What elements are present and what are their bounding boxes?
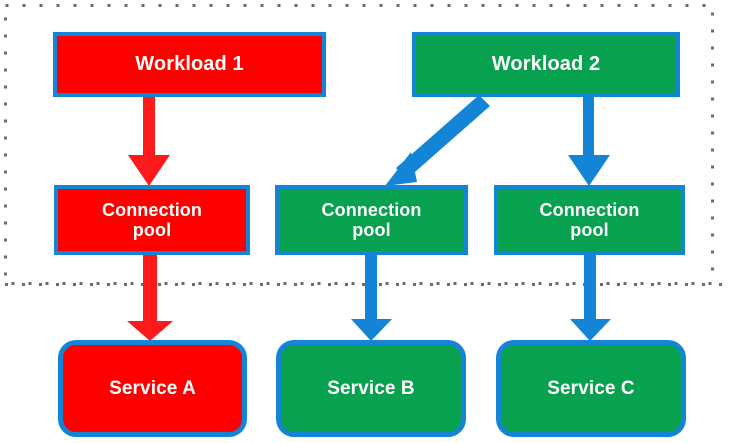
- arrow-workload1-to-pool-a: [128, 97, 170, 186]
- node-label: Connection pool: [321, 199, 422, 240]
- arrow-workload2-to-pool-c: [568, 97, 610, 186]
- node-service-c[interactable]: Service C: [496, 340, 686, 437]
- node-connection-pool-a[interactable]: Connection pool: [54, 185, 250, 255]
- node-workload-1[interactable]: Workload 1: [53, 32, 326, 97]
- node-service-b[interactable]: Service B: [276, 340, 466, 437]
- node-label: Service B: [327, 377, 415, 399]
- node-workload-2[interactable]: Workload 2: [412, 32, 680, 97]
- node-service-a[interactable]: Service A: [58, 340, 247, 437]
- node-label: Workload 1: [135, 53, 244, 76]
- node-label: Service C: [547, 377, 635, 399]
- arrow-workload2-to-pool-b: [385, 95, 490, 186]
- node-connection-pool-b[interactable]: Connection pool: [275, 185, 468, 255]
- node-label: Connection pool: [539, 199, 640, 240]
- node-label: Service A: [109, 377, 196, 399]
- node-label: Workload 2: [491, 53, 601, 76]
- arrow-pool-b-to-service-b: [351, 255, 392, 341]
- node-label: Connection pool: [102, 199, 202, 240]
- arrow-pool-a-to-service-a: [127, 255, 173, 341]
- arrow-pool-c-to-service-c: [570, 255, 611, 341]
- node-connection-pool-c[interactable]: Connection pool: [494, 185, 685, 255]
